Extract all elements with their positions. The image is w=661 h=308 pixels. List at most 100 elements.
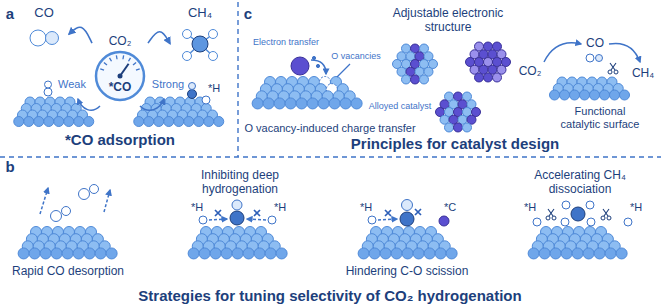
surface-atom [402,248,413,259]
surface-atom [610,90,620,100]
surface-atom [29,248,40,259]
adsorbate-label: *H [274,201,286,214]
alloy-atom [411,75,420,84]
hydrogen-atom [209,30,218,39]
scissors-icon [608,63,618,74]
surface-atom [73,248,84,259]
hydrogen-atom [561,218,569,226]
surface-atom [550,90,560,100]
blocked-mark [385,210,391,216]
scissors-icon [601,209,611,220]
scissors-handle [607,216,611,220]
blocked-mark [415,209,421,215]
catalyst-surface [134,97,224,127]
hydrogen-atom [624,218,632,226]
gauge-node: CO₂*CO [92,34,148,104]
surface-atom [380,248,391,259]
surface-atom [164,117,174,127]
surface-atom [40,248,51,259]
hydrogen-atom [199,216,207,224]
hydrogen-atom [586,201,594,209]
carbon-atom [571,207,585,221]
hydrogen-atom [209,52,218,61]
surface-atom [413,248,424,259]
desorption-arrow [40,188,48,214]
catalyst-surface [358,227,457,259]
strength-label: Weak [58,78,86,91]
node-text: CO₂ [109,35,132,49]
hydrogenation-arrow [209,219,227,220]
molecule-label: CH₄ [632,67,654,81]
strong-arrow [140,99,164,110]
surface-atom [199,248,210,259]
hydrogen-atom [587,218,595,226]
gauge-dial [96,52,144,100]
surface-atom [34,117,44,127]
adsorbate-label: *H [191,201,203,214]
oxygen-atom [189,83,196,90]
surface-atom [340,98,351,109]
surface-atom [572,248,583,259]
annotation: Alloyed catalyst [369,101,432,111]
oxygen-atom [596,55,603,62]
surface-atom [144,117,154,127]
alloy-atom [463,123,472,132]
gauge-tick [110,58,112,61]
surface-atom [594,248,605,259]
alloy-atom [454,123,463,132]
surface-atom [95,248,106,259]
surface-atom [620,90,630,100]
surface-atom [194,117,204,127]
caption: Adjustable electronic structure [386,7,511,35]
reaction-arrow [148,32,170,44]
weak-arrow [78,99,100,110]
hydrogen-atom [533,218,541,226]
surface-atom [221,248,232,259]
alloy-cluster [436,92,481,132]
panel-letter: c [244,5,252,22]
surface-atom [74,117,84,127]
surface-atom [435,248,446,259]
surface-atom [561,248,572,259]
carbon-atom [586,54,594,62]
surface-atom [134,117,144,127]
alloy-cluster [466,42,511,82]
carbon-atom [230,211,244,225]
surface-atom [590,90,600,100]
gauge-tick [136,69,140,70]
catalyst-surface [550,77,630,100]
gauge-tick [129,58,131,61]
gauge-tick [133,63,136,66]
panel-letter: a [6,5,14,22]
hydrogen-atom [183,30,192,39]
adsorbate-label: *H [524,201,536,214]
oxygen-atom [62,207,71,216]
gauge-tick [116,55,118,59]
adsorbate-label: *C [444,201,456,214]
surface-atom [307,98,318,109]
gauge-tick [100,69,104,70]
node-text: CH₄ [188,6,212,21]
panel-heading: Principles for catalyst design [351,135,559,152]
surface-atom [580,90,590,100]
panel-letter: b [5,158,14,175]
surface-atom [64,117,74,127]
surface-atom [204,117,214,127]
surface-atom [232,248,243,259]
surface-atom [285,98,296,109]
catalyst-surface [14,97,94,127]
caption: Functional catalytic surface [556,105,644,130]
carbon-atom [188,90,197,99]
hydrogen-atom [368,216,376,224]
catalyst-surface [18,227,117,259]
panel-heading: Strategies for tuning selectivity of CO₂… [138,287,521,304]
surface-atom [252,98,263,109]
alloy-cluster [393,44,438,84]
surface-atom [184,117,194,127]
carbon-atom [51,211,62,222]
surface-atom [276,248,287,259]
surface-atom [14,117,24,127]
reaction-cycle-arrow [609,43,640,62]
